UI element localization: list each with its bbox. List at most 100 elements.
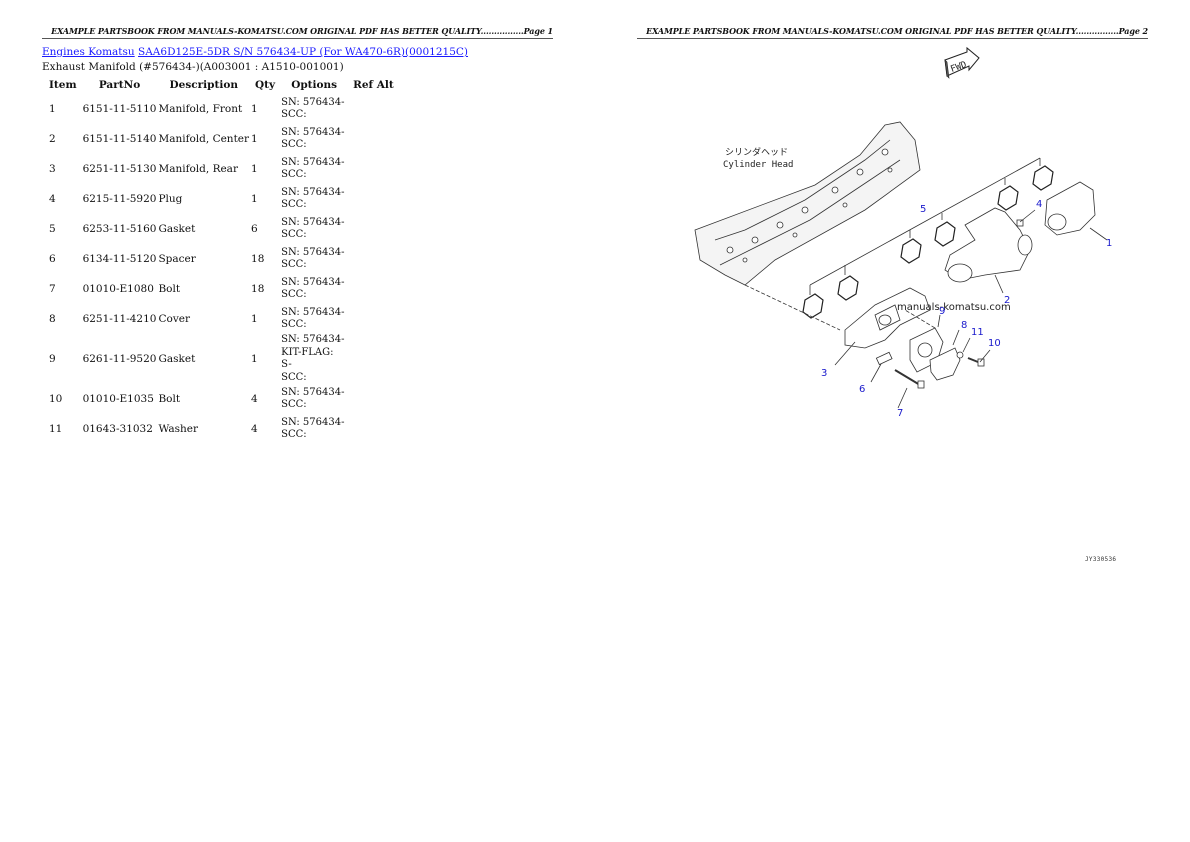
option-line: SCC: <box>281 319 307 330</box>
qty-cell: 1 <box>251 103 258 115</box>
exhaust-manifold-drawing <box>694 121 1108 409</box>
drawing-code: JY330536 <box>1085 556 1117 563</box>
option-line: SCC: <box>281 399 307 410</box>
description-cell: Bolt <box>158 283 181 295</box>
callout-7: 7 <box>897 408 904 419</box>
column-header-options: Options <box>291 78 338 91</box>
options-cell: SN: 576434-SCC: <box>280 244 348 274</box>
item-cell: 10 <box>49 393 63 405</box>
description-cell: Washer <box>158 423 198 435</box>
partno-cell: 01010-E1035 <box>82 393 154 405</box>
column-header-ref-alt: Ref Alt <box>353 78 394 91</box>
option-line: SCC: <box>281 229 307 240</box>
ref-alt-cell <box>348 414 399 444</box>
qty-cell: 1 <box>251 313 258 325</box>
options-cell: SN: 576434-SCC: <box>280 154 348 184</box>
diagram-label-cylinder-head: Cylinder Head <box>723 160 794 170</box>
qty-cell: 18 <box>251 283 265 295</box>
description-cell: Manifold, Front <box>158 103 243 115</box>
option-line: SN: 576434- <box>281 246 345 258</box>
column-header-item: Item <box>49 78 77 91</box>
options-cell: SN: 576434-KIT-FLAG: S-SCC: <box>280 334 348 384</box>
column-header-qty: Qty <box>255 78 276 91</box>
option-line: SN: 576434- <box>281 96 345 108</box>
option-line: SCC: <box>281 259 307 270</box>
partno-cell: 6134-11-5120 <box>82 253 157 265</box>
qty-cell: 1 <box>251 133 258 145</box>
options-cell: SN: 576434-SCC: <box>280 384 348 414</box>
options-cell: SN: 576434-SCC: <box>280 184 348 214</box>
ref-alt-cell <box>348 334 399 384</box>
partno-cell: 6261-11-9520 <box>82 353 157 365</box>
partno-cell: 6151-11-5110 <box>82 103 157 115</box>
item-cell: 4 <box>49 193 56 205</box>
partno-cell: 01643-31032 <box>82 423 153 435</box>
qty-cell: 4 <box>251 393 258 405</box>
options-cell: SN: 576434-SCC: <box>280 274 348 304</box>
option-line: SCC: <box>281 371 307 383</box>
ref-alt-cell <box>348 304 399 334</box>
options-cell: SN: 576434-SCC: <box>280 94 348 124</box>
partno-cell: 6253-11-5160 <box>82 223 157 235</box>
partno-cell: 6151-11-5140 <box>82 133 157 145</box>
qty-cell: 18 <box>251 253 265 265</box>
option-line: SCC: <box>281 169 307 180</box>
breadcrumb-link-engines-komatsu[interactable]: Engines Komatsu <box>42 46 135 58</box>
option-line: SN: 576434- <box>281 386 345 398</box>
description-cell: Manifold, Center <box>158 133 250 145</box>
table-header-row: Item PartNo Description Qty Options Ref … <box>44 76 399 94</box>
item-cell: 11 <box>49 423 63 435</box>
ref-alt-cell <box>348 94 399 124</box>
breadcrumb: Engines Komatsu SAA6D125E-5DR S/N 576434… <box>42 46 468 58</box>
description-cell: Gasket <box>158 223 196 235</box>
forward-arrow-icon: FWD <box>944 46 980 79</box>
option-line: SCC: <box>281 429 307 440</box>
breadcrumb-link-model[interactable]: SAA6D125E-5DR S/N 576434-UP (For WA470-6… <box>138 46 469 58</box>
page-header: EXAMPLE PARTSBOOK FROM MANUALS-KOMATSU.C… <box>637 26 1148 39</box>
description-cell: Cover <box>158 313 190 325</box>
page-header: EXAMPLE PARTSBOOK FROM MANUALS-KOMATSU.C… <box>42 26 553 39</box>
option-line: SCC: <box>281 139 307 150</box>
qty-cell: 4 <box>251 423 258 435</box>
option-line: KIT-FLAG: S- <box>281 346 334 371</box>
options-cell: SN: 576434-SCC: <box>280 304 348 334</box>
qty-cell: 1 <box>251 353 258 365</box>
table-row: 11 01643-31032 Washer 4 SN: 576434-SCC: <box>44 414 399 444</box>
options-cell: SN: 576434-SCC: <box>280 124 348 154</box>
ref-alt-cell <box>348 154 399 184</box>
option-line: SN: 576434- <box>281 156 345 168</box>
partno-cell: 01010-E1080 <box>82 283 154 295</box>
page-2: EXAMPLE PARTSBOOK FROM MANUALS-KOMATSU.C… <box>595 0 1190 842</box>
callout-1: 1 <box>1106 238 1113 249</box>
description-cell: Plug <box>158 193 183 205</box>
option-line: SN: 576434- <box>281 306 345 318</box>
description-cell: Manifold, Rear <box>158 163 238 175</box>
description-cell: Spacer <box>158 253 196 265</box>
item-cell: 8 <box>49 313 56 325</box>
ref-alt-cell <box>348 384 399 414</box>
item-cell: 6 <box>49 253 56 265</box>
option-line: SN: 576434- <box>281 186 345 198</box>
callout-6: 6 <box>859 384 866 395</box>
option-line: SCC: <box>281 289 307 300</box>
diagram-label-japanese: シリンダヘッド <box>725 148 789 158</box>
description-cell: Bolt <box>158 393 181 405</box>
callout-8: 8 <box>961 320 968 331</box>
option-line: SCC: <box>281 109 307 120</box>
callout-3: 3 <box>821 368 828 379</box>
callout-2: 2 <box>1004 295 1011 306</box>
column-header-partno: PartNo <box>98 78 141 91</box>
options-cell: SN: 576434-SCC: <box>280 414 348 444</box>
callout-5: 5 <box>920 204 927 215</box>
partno-cell: 6215-11-5920 <box>82 193 157 205</box>
callout-4: 4 <box>1036 199 1043 210</box>
option-line: SN: 576434- <box>281 334 345 345</box>
ref-alt-cell <box>348 244 399 274</box>
callout-9: 9 <box>939 306 946 317</box>
qty-cell: 6 <box>251 223 258 235</box>
